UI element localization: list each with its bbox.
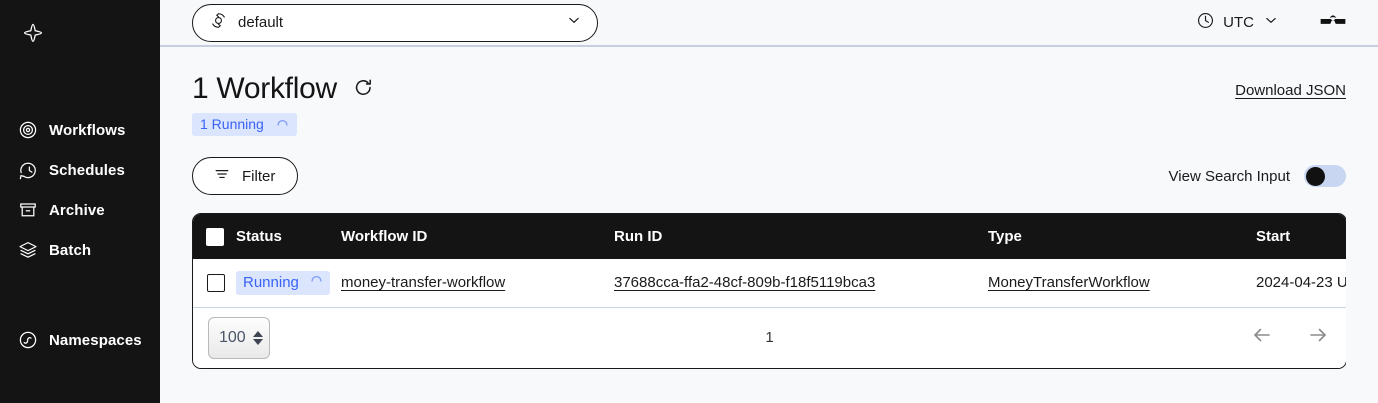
page-title: 1 Workflow — [192, 72, 337, 105]
chevron-down-icon — [1262, 11, 1280, 34]
table-row[interactable]: Running money-transfer-workflow — [193, 259, 1346, 307]
row-status-label: Running — [243, 273, 299, 291]
logo-container[interactable] — [0, 0, 160, 66]
stepper-up-arrow[interactable] — [253, 330, 263, 337]
heading-left: 1 Workflow — [192, 74, 374, 104]
workflows-table: Status Workflow ID Run ID Type Start — [193, 214, 1346, 308]
select-all-header — [193, 214, 236, 259]
row-start-cell: 2024-04-23 U — [1256, 259, 1346, 307]
schedules-icon — [18, 160, 38, 180]
sidebar-item-label: Namespaces — [49, 331, 142, 349]
sidebar-secondary-nav: Namespaces — [0, 320, 160, 360]
temporal-logo-icon — [18, 18, 48, 48]
sidebar-item-label: Schedules — [49, 161, 125, 179]
workflows-icon — [18, 120, 38, 140]
batch-icon — [18, 240, 38, 260]
sidebar: Workflows Schedules — [0, 0, 160, 403]
table-body: Running money-transfer-workflow — [193, 259, 1346, 307]
arrow-left-icon — [1250, 323, 1274, 352]
select-all-checkbox[interactable] — [206, 227, 224, 246]
page-number: 1 — [765, 329, 774, 346]
workflows-table-container: Status Workflow ID Run ID Type Start — [192, 213, 1347, 369]
view-search-input-label: View Search Input — [1168, 167, 1290, 185]
refresh-icon — [353, 77, 374, 103]
sidebar-item-batch[interactable]: Batch — [0, 230, 160, 270]
view-search-input-row: View Search Input — [1169, 165, 1346, 187]
arrow-right-icon — [1306, 323, 1330, 352]
table-header: Status Workflow ID Run ID Type Start — [193, 214, 1346, 259]
table-pagination: 100 1 — [193, 307, 1346, 368]
toggle-knob — [1306, 166, 1325, 186]
top-bar: default UTC — [160, 0, 1378, 47]
workflow-type-link[interactable]: MoneyTransferWorkflow — [988, 274, 1150, 292]
spinner-arc-icon — [276, 118, 289, 131]
controls-row: Filter View Search Input — [192, 157, 1346, 195]
workflow-id-link[interactable]: money-transfer-workflow — [341, 274, 506, 292]
filter-button-label: Filter — [242, 167, 276, 185]
next-page-button[interactable] — [1306, 323, 1330, 352]
sidebar-item-archive[interactable]: Archive — [0, 190, 160, 230]
row-select-cell — [193, 259, 236, 307]
sidebar-item-label: Workflows — [49, 121, 126, 139]
refresh-button[interactable] — [353, 75, 374, 103]
view-search-input-toggle[interactable] — [1304, 165, 1346, 187]
sidebar-item-label: Archive — [49, 201, 105, 219]
run-id-link[interactable]: 37688cca-ffa2-48cf-809b-f18f5119bca3 — [614, 274, 876, 292]
start-time-value: 2024-04-23 U — [1256, 274, 1346, 292]
filter-icon — [213, 165, 231, 188]
row-run-id-cell: 37688cca-ffa2-48cf-809b-f18f5119bca3 — [614, 259, 988, 307]
page-size-select[interactable]: 100 — [208, 316, 270, 359]
status-badge-label: 1 Running — [200, 116, 264, 132]
sidebar-item-label: Batch — [49, 241, 92, 259]
archive-icon — [18, 200, 38, 220]
column-header-status[interactable]: Status — [236, 228, 282, 245]
previous-page-button[interactable] — [1250, 323, 1274, 352]
table-header-row: Status Workflow ID Run ID Type Start — [193, 214, 1346, 259]
row-type-cell: MoneyTransferWorkflow — [988, 259, 1256, 307]
column-header-run-id[interactable]: Run ID — [614, 228, 663, 245]
status-badge-group: 1 Running — [192, 113, 1346, 136]
column-header-type[interactable]: Type — [988, 228, 1022, 245]
sidebar-item-workflows[interactable]: Workflows — [0, 110, 160, 150]
sidebar-item-namespaces[interactable]: Namespaces — [0, 320, 160, 360]
pager-arrow-group — [1250, 323, 1330, 352]
row-workflow-id-cell: money-transfer-workflow — [341, 259, 614, 307]
filter-button[interactable]: Filter — [192, 157, 299, 195]
spinner-arc-icon — [310, 274, 323, 291]
namespaces-icon — [18, 330, 38, 350]
sidebar-primary-nav: Workflows Schedules — [0, 110, 160, 270]
topbar-right-group: UTC — [1196, 11, 1348, 35]
row-status-badge[interactable]: Running — [236, 270, 330, 295]
main-area: default UTC — [160, 0, 1378, 403]
row-checkbox[interactable] — [207, 273, 225, 292]
clock-icon — [1196, 11, 1215, 35]
timezone-value: UTC — [1223, 14, 1254, 31]
sidebar-item-schedules[interactable]: Schedules — [0, 150, 160, 190]
column-header-start[interactable]: Start — [1256, 228, 1291, 245]
heading-row: 1 Workflow Download JSON — [192, 47, 1346, 104]
namespace-value: default — [238, 14, 284, 31]
timezone-select[interactable]: UTC — [1196, 11, 1280, 35]
row-status-cell: Running — [236, 259, 341, 307]
page-size-value: 100 — [219, 328, 246, 346]
content-area: 1 Workflow Download JSON 1 Running — [160, 47, 1378, 403]
column-header-workflow-id[interactable]: Workflow ID — [341, 228, 428, 245]
namespace-icon — [209, 11, 228, 35]
glasses-icon — [1318, 11, 1348, 34]
glasses-button[interactable] — [1318, 11, 1348, 34]
page-size-stepper[interactable] — [253, 330, 263, 345]
chevron-down-icon — [565, 11, 583, 34]
stepper-down-arrow[interactable] — [253, 338, 263, 345]
status-badge[interactable]: 1 Running — [192, 113, 297, 136]
download-json-link[interactable]: Download JSON — [1235, 82, 1346, 99]
namespace-select[interactable]: default — [192, 3, 598, 42]
